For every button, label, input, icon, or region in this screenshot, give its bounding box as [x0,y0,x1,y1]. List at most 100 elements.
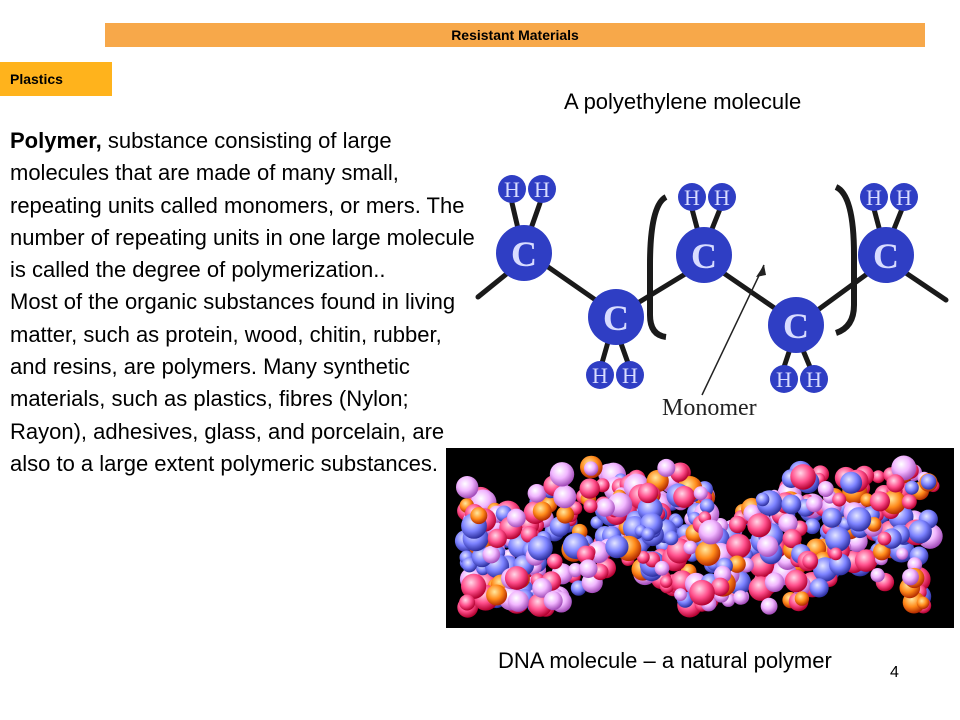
hydrogen-atom [860,183,888,211]
dna-atom [790,464,816,490]
hydrogen-atom [770,365,798,393]
dna-atom [556,505,575,524]
dna-atom [832,492,847,507]
dna-atom [877,531,892,546]
dna-atom [806,495,823,513]
hydrogen-label: H [534,177,550,202]
dna-atom [664,530,679,546]
dna-atom [778,513,798,533]
dna-molecule-image [446,448,954,628]
dna-atom [689,579,715,606]
hydrogen-atom [528,175,556,203]
dna-atom [487,528,507,548]
dna-atom [794,591,810,606]
dna-atom [809,578,829,598]
dna-atom [854,549,878,572]
dna-atom [568,563,583,578]
carbon-label: C [603,298,629,338]
carbon-atom-2 [588,289,644,345]
dna-atom [821,507,842,528]
dna-atom [553,485,577,509]
hydrogen-label: H [592,363,608,388]
dna-atom [660,575,673,588]
dna-atom [576,545,595,564]
dna-atom [908,519,932,544]
hydrogen-atom [708,183,736,211]
section-label: Plastics [10,71,63,87]
hydrogen-label: H [504,177,520,202]
dna-atom [527,484,547,503]
dna-atom [698,519,724,545]
dna-atom [532,501,552,521]
dna-atom [760,597,778,615]
dna-atom [804,518,821,535]
dna-atom [817,481,834,497]
body-text: Polymer, substance consisting of large m… [10,125,480,480]
dna-atom [546,553,563,570]
header-title: Resistant Materials [451,27,579,43]
dna-atom [782,529,802,549]
dna-atom [829,547,843,561]
dna-atom [764,572,785,593]
dna-atom [920,474,937,490]
dna-atom [461,573,487,599]
dna-atom [674,588,687,601]
dna-atom [486,584,508,606]
section-tab: Plastics [0,62,112,96]
dna-atom [583,499,598,514]
dna-atom [902,568,919,586]
hydrogen-atoms [498,175,918,393]
dna-atom [527,535,553,561]
hydrogen-atom [498,175,526,203]
dna-atom [578,559,598,578]
dna-atom [916,596,930,610]
dna-atom [871,470,885,484]
left-bracket [647,194,668,340]
hydrogen-label: H [866,185,882,210]
hydrogen-label: H [714,185,730,210]
hydrogen-labels: H H H H H H H H H H [504,177,912,392]
right-bracket [834,184,857,336]
monomer-arrow-head [756,265,766,277]
carbon-atom-4 [768,297,824,353]
dna-atom [802,553,818,569]
dna-atom [747,513,772,538]
bonds [475,200,949,370]
hydrogen-atom [890,183,918,211]
dna-atom [654,560,670,576]
carbon-label: C [783,306,809,346]
dna-atom [549,462,575,487]
dna-atom [711,577,730,596]
carbon-label: C [691,236,717,276]
dna-atom [456,476,479,499]
dna-atom [896,547,909,560]
dna-atom [728,555,746,573]
hydrogen-label: H [684,185,700,210]
dna-atom [657,458,676,477]
dna-atom [636,550,650,564]
dna-atom [683,540,698,555]
polyethylene-diagram: C C C C C H H H H H H H H H H Monomer [475,175,949,421]
dna-atom [904,480,919,495]
hydrogen-label: H [806,367,822,392]
monomer-label: Monomer [662,395,757,421]
hydrogen-atom [800,365,828,393]
hydrogen-label: H [622,363,638,388]
polymer-term: Polymer, [10,128,102,153]
hydrogen-label: H [776,367,792,392]
dna-atom [846,507,872,532]
dna-atom [781,494,802,515]
dna-atom [886,474,905,493]
dna-atom [459,594,476,611]
dna-atoms [454,455,943,618]
dna-atom [532,578,552,598]
dna-atom [506,508,526,528]
dna-atom [840,471,863,494]
dna-atom [693,486,708,501]
dna-atom [869,491,890,512]
dna-atom [726,533,751,559]
dna-atom [482,545,501,564]
dna-atom [891,455,917,481]
dna-caption: DNA molecule – a natural polymer [498,648,832,673]
carbon-atom-3 [676,227,732,283]
